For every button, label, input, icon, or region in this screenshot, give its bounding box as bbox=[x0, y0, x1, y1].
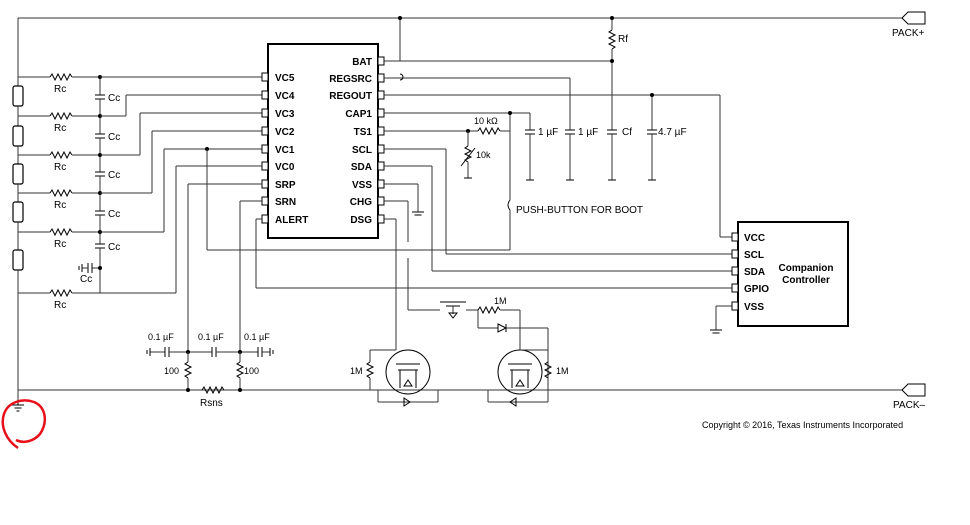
companion-title-1: Companion bbox=[779, 263, 834, 274]
pin-srn: SRN bbox=[275, 197, 296, 208]
cc-label-6: Cc bbox=[80, 274, 92, 285]
pin-vc5: VC5 bbox=[275, 73, 295, 84]
sense-cap-label-1: 0.1 µF bbox=[148, 332, 174, 342]
cc-label-3: Cc bbox=[108, 170, 120, 181]
cc-label-2: Cc bbox=[108, 132, 120, 143]
companion-controller bbox=[737, 221, 849, 327]
copyright-text: Copyright © 2016, Texas Instruments Inco… bbox=[702, 420, 903, 430]
companion-pin-scl: SCL bbox=[744, 250, 764, 261]
cap1-label: 1 µF bbox=[538, 127, 558, 138]
monitor-ic bbox=[267, 43, 379, 239]
communication-lines bbox=[205, 147, 732, 334]
r1m-label-top: 1M bbox=[494, 296, 507, 306]
companion-pins bbox=[731, 232, 739, 311]
companion-title-2: Controller bbox=[782, 275, 830, 286]
rc-label-4: Rc bbox=[54, 200, 66, 211]
pack-plus-rail bbox=[17, 11, 926, 82]
r1m-label-left: 1M bbox=[350, 366, 363, 376]
rc-label-1: Rc bbox=[54, 84, 66, 95]
regsrc-cap-label: 1 µF bbox=[578, 127, 598, 138]
monitor-ic-left-pins bbox=[261, 72, 269, 224]
pack-plus-label: PACK+ bbox=[892, 28, 924, 39]
rc-label-5: Rc bbox=[54, 239, 66, 250]
pin-chg: CHG bbox=[350, 197, 372, 208]
red-circle-annotation bbox=[1, 399, 47, 450]
pin-vc4: VC4 bbox=[275, 91, 295, 102]
pin-vc3: VC3 bbox=[275, 109, 295, 120]
sense-cap-label-3: 0.1 µF bbox=[244, 332, 270, 342]
companion-pin-vss: VSS bbox=[744, 302, 764, 313]
thermistor-network bbox=[384, 111, 512, 179]
pack-minus-label: PACK– bbox=[893, 400, 925, 411]
pin-bat: BAT bbox=[352, 57, 372, 68]
pin-scl: SCL bbox=[352, 145, 372, 156]
pin-dsg: DSG bbox=[350, 215, 372, 226]
cc-label-1: Cc bbox=[108, 93, 120, 104]
r1m-label-right: 1M bbox=[556, 366, 569, 376]
pin-srp: SRP bbox=[275, 180, 296, 191]
pin-sda: SDA bbox=[351, 162, 372, 173]
sense-r-label-2: 100 bbox=[244, 366, 259, 376]
cf-label: Cf bbox=[622, 127, 632, 138]
cc-label-4: Cc bbox=[108, 209, 120, 220]
pin-vc0: VC0 bbox=[275, 162, 295, 173]
companion-pin-gpio: GPIO bbox=[744, 284, 769, 295]
rc-filter-network bbox=[18, 72, 262, 298]
pin-alert: ALERT bbox=[275, 215, 308, 226]
rf-label: Rf bbox=[618, 34, 628, 45]
regout-cap-label: 4.7 µF bbox=[658, 127, 687, 138]
companion-pin-vcc: VCC bbox=[744, 233, 765, 244]
rc-label-2: Rc bbox=[54, 123, 66, 134]
current-sense-network bbox=[146, 183, 274, 395]
ts-resistor-label: 10 kΩ bbox=[474, 116, 498, 126]
rsns-label: Rsns bbox=[200, 398, 223, 409]
rc-label-6: Rc bbox=[54, 300, 66, 311]
battery-stack bbox=[12, 82, 24, 276]
sense-cap-label-2: 0.1 µF bbox=[198, 332, 224, 342]
protection-fets bbox=[365, 200, 553, 407]
cc-label-5: Cc bbox=[108, 242, 120, 253]
pin-vss: VSS bbox=[352, 180, 372, 191]
pin-ts1: TS1 bbox=[354, 127, 373, 138]
pin-regsrc: REGSRC bbox=[329, 74, 372, 85]
pushbutton-icon[interactable] bbox=[507, 131, 511, 250]
pushbutton-label: PUSH-BUTTON FOR BOOT bbox=[516, 205, 643, 216]
pack-minus-rail bbox=[17, 276, 926, 400]
rc-label-3: Rc bbox=[54, 162, 66, 173]
pin-vc1: VC1 bbox=[275, 145, 295, 156]
supply-network bbox=[384, 16, 732, 238]
pin-vc2: VC2 bbox=[275, 127, 295, 138]
pin-cap1: CAP1 bbox=[345, 109, 372, 120]
sense-r-label-1: 100 bbox=[164, 366, 179, 376]
pin-regout: REGOUT bbox=[329, 91, 372, 102]
companion-pin-sda: SDA bbox=[744, 267, 765, 278]
thermistor-label: 10k bbox=[476, 150, 491, 160]
